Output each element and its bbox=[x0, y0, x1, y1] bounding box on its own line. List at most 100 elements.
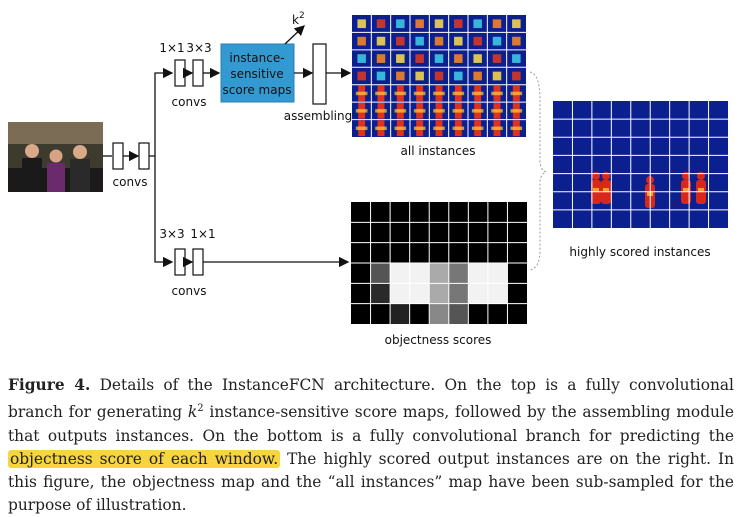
top-conv-kernel-2: 3×3 bbox=[186, 41, 211, 55]
objectness-cell bbox=[448, 283, 469, 304]
heat-blob bbox=[473, 36, 482, 46]
shared-conv-block-2 bbox=[138, 142, 150, 170]
heat-blob bbox=[415, 71, 424, 81]
heat-blob bbox=[471, 91, 484, 96]
caption-k-sup: 2 bbox=[197, 403, 204, 415]
caption-highlight: objectness score of each window. bbox=[8, 449, 281, 468]
objectness-cell bbox=[390, 303, 410, 324]
heat-blob bbox=[473, 71, 482, 81]
objectness-cell bbox=[487, 283, 508, 304]
heat-blob bbox=[433, 91, 445, 96]
heat-blob bbox=[492, 71, 502, 81]
heat-blob bbox=[413, 126, 426, 131]
heat-blob bbox=[355, 109, 368, 113]
selection-bracket bbox=[529, 71, 548, 271]
heat-blob bbox=[434, 19, 444, 29]
heat-blob bbox=[394, 91, 407, 96]
heat-blob bbox=[357, 71, 366, 81]
heat-blob bbox=[413, 91, 426, 96]
k2-base: k bbox=[292, 13, 299, 27]
instance-highlight bbox=[698, 188, 704, 192]
figure-caption: Figure 4. Details of the InstanceFCN arc… bbox=[8, 374, 734, 517]
objectness-cell bbox=[429, 283, 449, 304]
heat-blob bbox=[375, 109, 387, 113]
heat-blob bbox=[473, 54, 482, 63]
bottom-conv-block-1 bbox=[174, 248, 186, 276]
objectness-cell bbox=[370, 283, 391, 304]
heat-blob bbox=[433, 109, 445, 113]
score-maps-label-line2: sensitive bbox=[230, 67, 283, 81]
k2-arrow bbox=[284, 25, 305, 45]
bottom-branch-connector bbox=[154, 156, 174, 268]
heat-blob bbox=[396, 71, 405, 81]
caption-part-3: The highly scored output instances are o… bbox=[8, 449, 734, 515]
objectness-cell bbox=[370, 263, 391, 284]
heat-blob bbox=[394, 126, 407, 131]
heat-blob bbox=[510, 126, 523, 131]
score-maps-label-line3: score maps bbox=[223, 83, 292, 97]
heat-blob bbox=[492, 54, 502, 63]
heat-blob bbox=[492, 19, 502, 29]
heat-blob bbox=[510, 109, 523, 113]
top-conv-block-2 bbox=[192, 59, 204, 87]
shared-conv-block-1 bbox=[112, 142, 124, 170]
heat-blob bbox=[355, 126, 368, 131]
highly-scored-map bbox=[553, 101, 728, 228]
top-conv-block-1 bbox=[174, 59, 186, 87]
heat-blob bbox=[357, 19, 366, 29]
heat-blob bbox=[492, 36, 502, 46]
top-branch-connector bbox=[149, 67, 174, 157]
heat-blob bbox=[375, 126, 387, 131]
heat-blob bbox=[355, 91, 368, 96]
shared-convs-label: convs bbox=[113, 175, 148, 189]
heat-blob bbox=[376, 36, 386, 46]
objectness-cell bbox=[390, 263, 410, 284]
objectness-cell bbox=[390, 283, 410, 304]
input-photo bbox=[8, 122, 103, 192]
heat-blob bbox=[396, 54, 405, 63]
heat-blob bbox=[394, 109, 407, 113]
heat-blob bbox=[512, 71, 521, 81]
objectness-map bbox=[351, 202, 527, 324]
heat-blob bbox=[434, 71, 444, 81]
objectness-label: objectness scores bbox=[385, 333, 492, 347]
objectness-cell bbox=[429, 303, 449, 324]
heat-blob bbox=[434, 54, 444, 63]
assembling-label: assembling bbox=[284, 109, 352, 123]
instance-highlight bbox=[603, 188, 609, 192]
heat-blob bbox=[454, 36, 463, 46]
heat-blob bbox=[454, 54, 463, 63]
heat-blob bbox=[357, 54, 366, 63]
objectness-cell bbox=[429, 263, 449, 284]
heat-blob bbox=[415, 54, 424, 63]
heat-blob bbox=[454, 71, 463, 81]
bottom-conv-block-2 bbox=[192, 248, 204, 276]
objectness-cell bbox=[409, 283, 430, 304]
caption-k: k bbox=[187, 403, 198, 422]
heat-blob bbox=[452, 91, 465, 96]
heat-blob bbox=[491, 126, 503, 131]
top-convs-label: convs bbox=[172, 95, 207, 109]
heat-blob bbox=[452, 109, 465, 113]
heat-blob bbox=[512, 19, 521, 29]
heat-blob bbox=[396, 36, 405, 46]
heat-blob bbox=[415, 36, 424, 46]
objectness-cell bbox=[468, 263, 488, 284]
objectness-cell bbox=[409, 263, 430, 284]
heat-blob bbox=[471, 109, 484, 113]
heat-blob bbox=[454, 19, 463, 29]
objectness-cell bbox=[487, 263, 508, 284]
instance-highlight bbox=[683, 188, 689, 192]
score-maps-label-line1: instance- bbox=[229, 51, 284, 65]
all-instances-map bbox=[352, 15, 526, 137]
objectness-cell bbox=[468, 283, 488, 304]
heat-blob bbox=[512, 54, 521, 63]
heat-blob bbox=[376, 19, 386, 29]
heat-blob bbox=[512, 36, 521, 46]
bottom-conv-kernel-1: 3×3 bbox=[159, 227, 184, 241]
heat-blob bbox=[413, 109, 426, 113]
heat-blob bbox=[415, 19, 424, 29]
heat-blob bbox=[471, 126, 484, 131]
heat-blob bbox=[491, 109, 503, 113]
all-instances-label: all instances bbox=[401, 144, 476, 158]
